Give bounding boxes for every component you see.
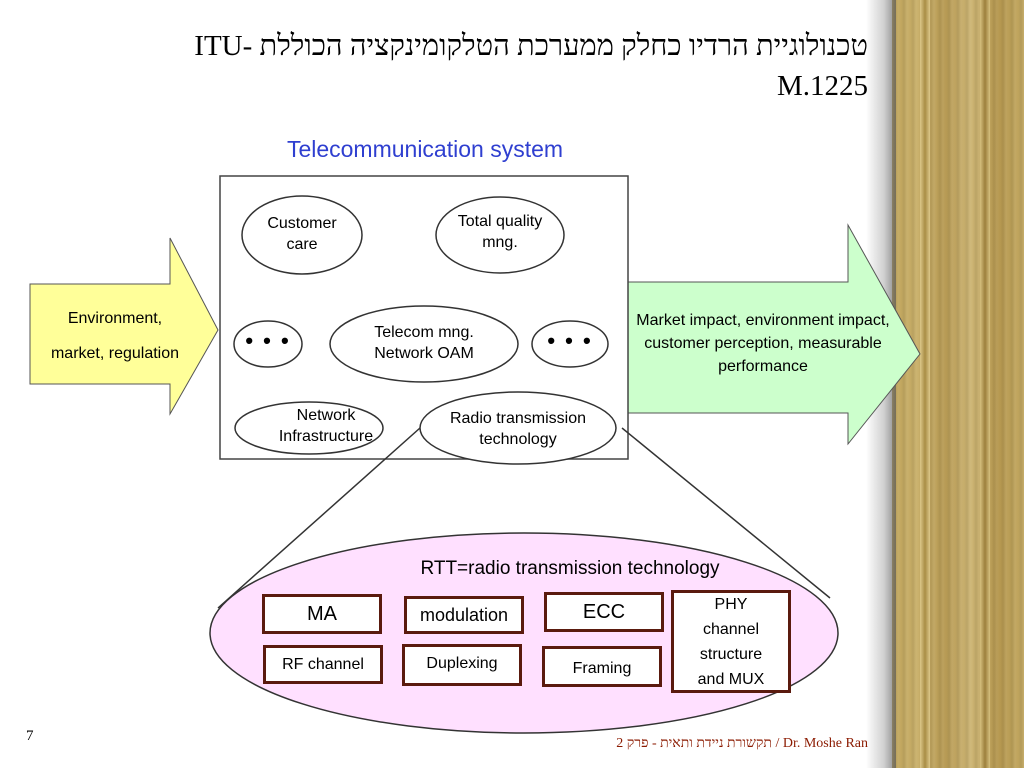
output-arrow-label: Market impact, environment impact, custo… xyxy=(636,312,890,375)
diagram-title: Telecommunication system xyxy=(286,136,564,162)
customer-care-line1: Customer xyxy=(267,215,337,232)
network-infra-line1: Network xyxy=(296,407,356,424)
ellipsis-left-ellipse xyxy=(233,320,303,368)
ma-box: MA xyxy=(262,594,382,634)
input-arrow-label: Environment, market, regulation xyxy=(40,308,190,364)
slide-title: טכנולוגיית הרדיו כחלק ממערכת הטלקומינקצי… xyxy=(40,26,868,106)
input-arrow xyxy=(29,237,219,416)
zoom-line-right xyxy=(621,427,831,599)
radio-tx-line1: Radio transmission xyxy=(449,410,587,427)
framing-box: Framing xyxy=(542,646,662,687)
output-arrow xyxy=(627,223,921,446)
decorative-stripe xyxy=(980,0,990,768)
network-infra-label: Network Infrastructure xyxy=(258,405,394,447)
total-quality-line2: mng. xyxy=(482,234,518,251)
total-quality-line1: Total quality xyxy=(457,213,543,230)
total-quality-label: Total quality mng. xyxy=(438,211,562,253)
ecc-box: ECC xyxy=(544,592,664,632)
page-number: 7 xyxy=(26,728,34,744)
customer-care-line2: care xyxy=(286,236,318,253)
telecom-mng-line1: Telecom mng. xyxy=(374,324,474,341)
duplexing-box: Duplexing xyxy=(402,644,522,686)
ellipsis-right-ellipse xyxy=(531,320,609,368)
radio-tx-line2: technology xyxy=(479,431,557,448)
decorative-stripe xyxy=(920,0,930,768)
slide-title-line1: טכנולוגיית הרדיו כחלק ממערכת הטלקומינקצי… xyxy=(194,30,868,62)
customer-care-label: Customer care xyxy=(250,213,354,255)
total-quality-ellipse xyxy=(435,196,565,274)
telecom-mng-label: Telecom mng. Network OAM xyxy=(340,322,508,364)
phy-box: PHY channel structure and MUX xyxy=(671,590,791,693)
network-infra-ellipse xyxy=(234,401,384,455)
modulation-box: modulation xyxy=(404,596,524,634)
rtt-title: RTT=radio transmission technology xyxy=(420,558,720,579)
telecom-mng-ellipse xyxy=(329,305,519,383)
slide-title-line2: M.1225 xyxy=(776,70,868,102)
telecom-mng-line2: Network OAM xyxy=(374,345,474,362)
ellipsis-right: • • • xyxy=(547,328,593,353)
decorative-side-panel xyxy=(892,0,1024,768)
ellipsis-left: • • • xyxy=(245,328,291,353)
customer-care-ellipse xyxy=(241,195,363,275)
zoom-line-left xyxy=(217,427,421,609)
rf-channel-box: RF channel xyxy=(263,645,383,684)
radio-tx-label: Radio transmission technology xyxy=(424,408,612,450)
footer-text: תקשורת ניידת ותאית - פרק 2 / Dr. Moshe R… xyxy=(616,736,868,751)
network-infra-line2: Infrastructure xyxy=(278,428,374,445)
input-arrow-line1: Environment, xyxy=(67,310,163,327)
input-arrow-line2: market, regulation xyxy=(50,345,180,362)
